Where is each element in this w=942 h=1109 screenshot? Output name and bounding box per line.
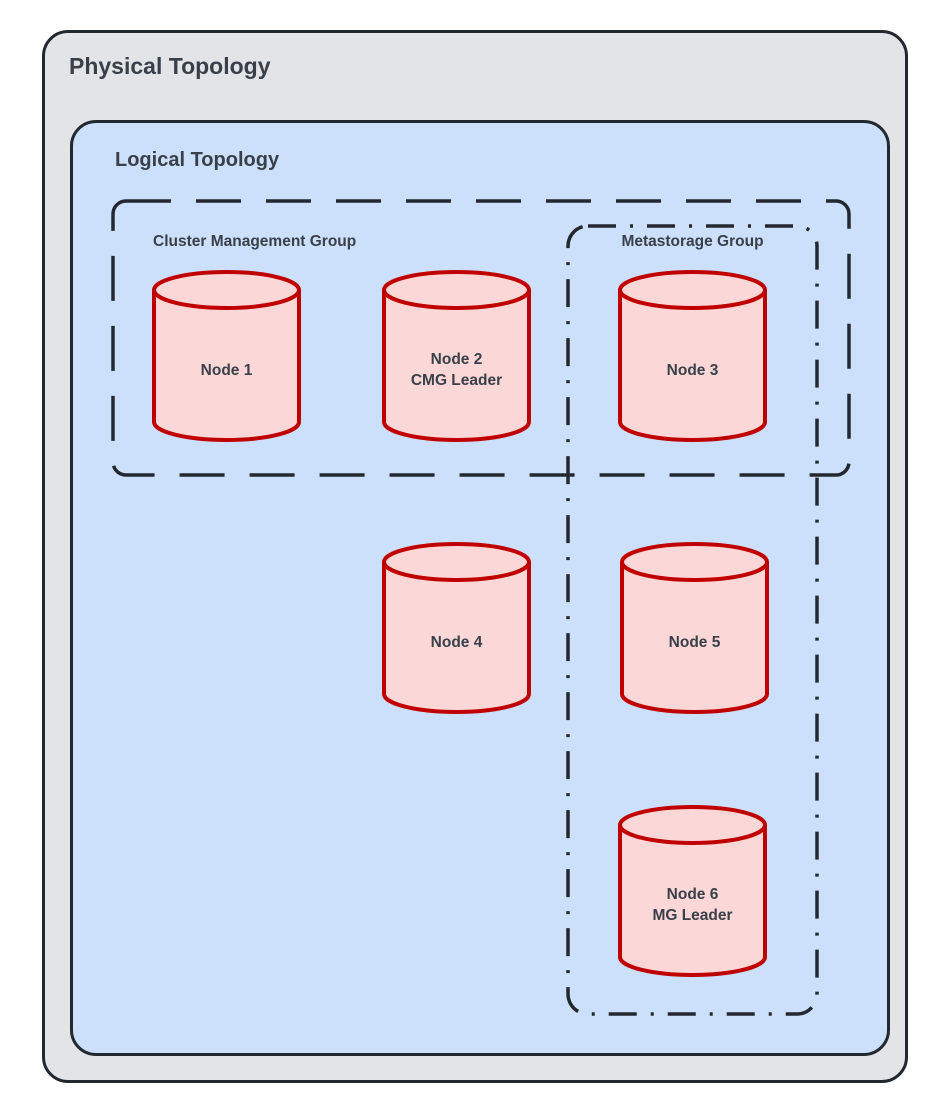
node-5: Node 5 xyxy=(620,542,769,714)
node-label: Node 6 MG Leader xyxy=(620,807,765,975)
database-cylinder-icon xyxy=(152,270,301,442)
database-cylinder-icon xyxy=(620,542,769,714)
node-label: Node 2 CMG Leader xyxy=(384,272,529,440)
physical-topology-container: Physical Topology Logical Topology Clust… xyxy=(42,30,908,1083)
node-3: Node 3 xyxy=(618,270,767,442)
cluster-management-group-label: Cluster Management Group xyxy=(153,233,357,250)
node-role: MG Leader xyxy=(652,907,733,924)
node-label: Node 5 xyxy=(622,544,767,712)
database-cylinder-icon xyxy=(382,542,531,714)
logical-topology-title: Logical Topology xyxy=(115,149,280,171)
metastorage-group-label: Metastorage Group xyxy=(621,233,764,250)
database-cylinder-icon xyxy=(618,805,767,977)
node-name: Node 5 xyxy=(668,633,721,651)
node-label: Node 3 xyxy=(620,272,765,440)
node-label: Node 1 xyxy=(154,272,299,440)
database-cylinder-icon xyxy=(382,270,531,442)
database-cylinder-icon xyxy=(618,270,767,442)
node-role: CMG Leader xyxy=(410,372,503,389)
node-6: Node 6 MG Leader xyxy=(618,805,767,977)
node-name: Node 6 xyxy=(666,886,719,903)
logical-topology-container: Logical Topology Cluster Management Grou… xyxy=(70,120,890,1056)
node-label: Node 4 xyxy=(384,544,529,712)
node-1: Node 1 xyxy=(152,270,301,442)
physical-topology-title: Physical Topology xyxy=(69,53,271,79)
node-name: Node 1 xyxy=(200,361,253,379)
node-2: Node 2 CMG Leader xyxy=(382,270,531,442)
node-name: Node 2 xyxy=(430,351,483,368)
node-4: Node 4 xyxy=(382,542,531,714)
node-name: Node 4 xyxy=(430,633,483,651)
node-name: Node 3 xyxy=(666,361,719,379)
